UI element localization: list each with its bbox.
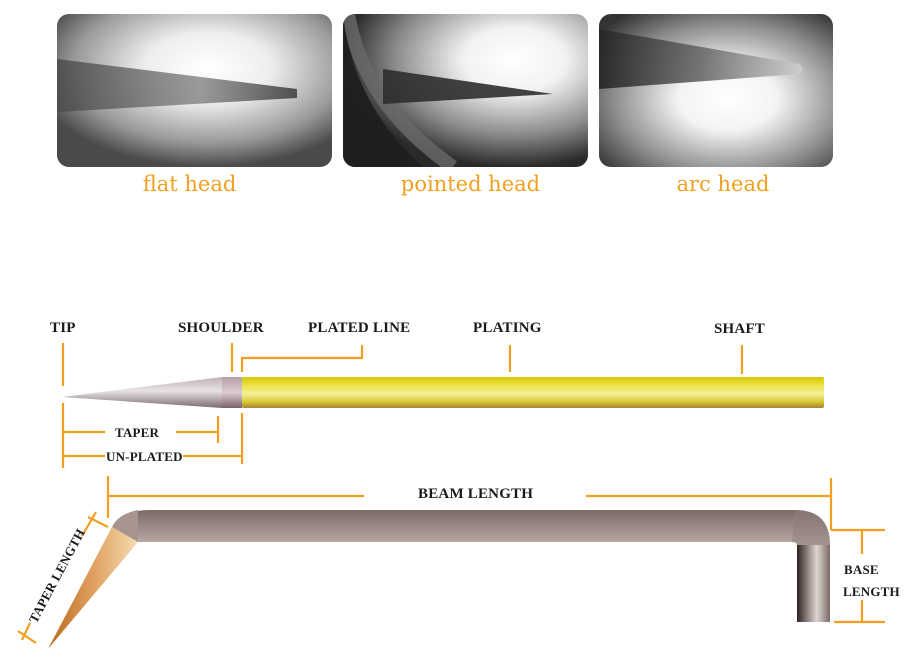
plated-line-label: PLATED LINE (308, 320, 411, 336)
arc-head-photo (599, 14, 833, 167)
taper-label: TAPER (115, 425, 160, 440)
bent-beam (128, 510, 830, 622)
pointed-head-caption: pointed head (400, 172, 541, 196)
taper-cone (62, 377, 222, 408)
beam-length-label: BEAM LENGTH (418, 486, 534, 502)
tip-label: TIP (50, 320, 76, 336)
shoulder-label: SHOULDER (178, 320, 264, 336)
plated-shaft (242, 377, 824, 408)
base-label: BASE (844, 562, 879, 577)
plating-label: PLATING (473, 320, 542, 336)
shoulder-band (222, 377, 242, 408)
arc-head-caption: arc head (676, 172, 770, 196)
flat-head-caption: flat head (142, 172, 237, 196)
length-label: LENGTH (843, 584, 900, 599)
unplated-label: UN-PLATED (106, 449, 183, 464)
shaft-label: SHAFT (714, 321, 766, 337)
pointed-head-photo (343, 14, 588, 167)
flat-head-photo (57, 14, 332, 167)
bent-taper-cone (48, 527, 138, 649)
